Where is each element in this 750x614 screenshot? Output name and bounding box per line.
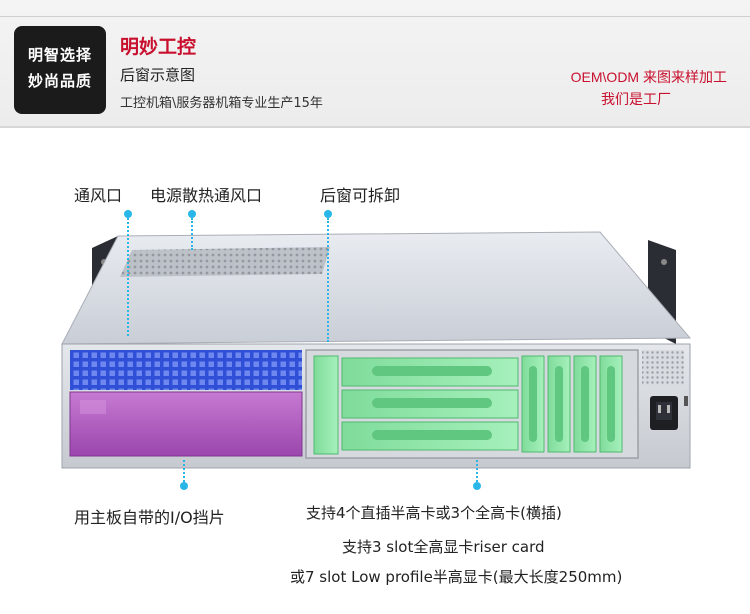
io-port-recess: [80, 400, 106, 414]
callout-line: [183, 460, 185, 482]
brand-title: 明妙工控: [120, 36, 197, 58]
callout-slots-2-label: 支持3 slot全高显卡riser card: [342, 538, 545, 556]
callout-vent: 通风口: [74, 182, 122, 206]
callout-slots-1-label: 支持4个直插半高卡或3个全高卡(横插): [306, 504, 562, 522]
callout-dot: [473, 482, 481, 490]
callout-slots-3: 或7 slot Low profile半高显卡(最大长度250mm): [290, 566, 622, 587]
divider: [0, 16, 750, 17]
power-socket: [650, 396, 678, 430]
callout-slots-1: 支持4个直插半高卡或3个全高卡(横插): [306, 502, 562, 523]
callout-vent-label: 通风口: [74, 186, 123, 205]
callout-io-shield-label: 用主板自带的I/O挡片: [74, 508, 225, 527]
callout-line: [327, 218, 329, 342]
callout-rear-window-label: 后窗可拆卸: [320, 186, 401, 205]
callout-psu-vent: 电源散热通风口: [150, 182, 262, 206]
callout-dot: [324, 210, 332, 218]
badge-line-2: 妙尚品质: [27, 72, 92, 90]
callout-rear-window: 后窗可拆卸: [320, 182, 400, 206]
oem-notice: OEM\ODM 来图来样加工 我们是工厂: [467, 66, 727, 110]
brand-slogan: 工控机箱\服务器机箱专业生产15年: [120, 96, 323, 111]
callout-io-shield: 用主板自带的I/O挡片: [74, 504, 225, 528]
callout-dot: [124, 210, 132, 218]
callout-psu-vent-label: 电源散热通风口: [150, 186, 263, 205]
brand-badge: 明智选择 妙尚品质: [14, 26, 106, 114]
callout-slots-3-label: 或7 slot Low profile半高显卡(最大长度250mm): [290, 568, 623, 586]
page-subtitle: 后窗示意图: [120, 66, 196, 84]
io-shield-area: [69, 391, 303, 457]
callout-line: [127, 218, 129, 336]
top-vent-mesh: [120, 247, 330, 277]
oem-line-2: 我们是工厂: [601, 91, 671, 107]
top-cover: [61, 231, 692, 345]
callout-dot: [180, 482, 188, 490]
oem-line-1: OEM\ODM 来图来样加工: [570, 69, 727, 85]
callout-line: [191, 218, 193, 250]
horizontal-slot-covers: [313, 355, 519, 455]
header-banner: 明智选择 妙尚品质 明妙工控 后窗示意图 工控机箱\服务器机箱专业生产15年 O…: [0, 0, 750, 128]
divider: [0, 126, 750, 128]
callout-slots-2: 支持3 slot全高显卡riser card: [342, 536, 545, 557]
power-switch: [684, 396, 688, 406]
vertical-slot-covers: [521, 355, 623, 453]
vent-grid-blue: [70, 350, 302, 390]
badge-line-1: 明智选择: [27, 46, 92, 64]
callout-line: [476, 460, 478, 482]
psu-vent: [642, 350, 684, 386]
callout-dot: [188, 210, 196, 218]
